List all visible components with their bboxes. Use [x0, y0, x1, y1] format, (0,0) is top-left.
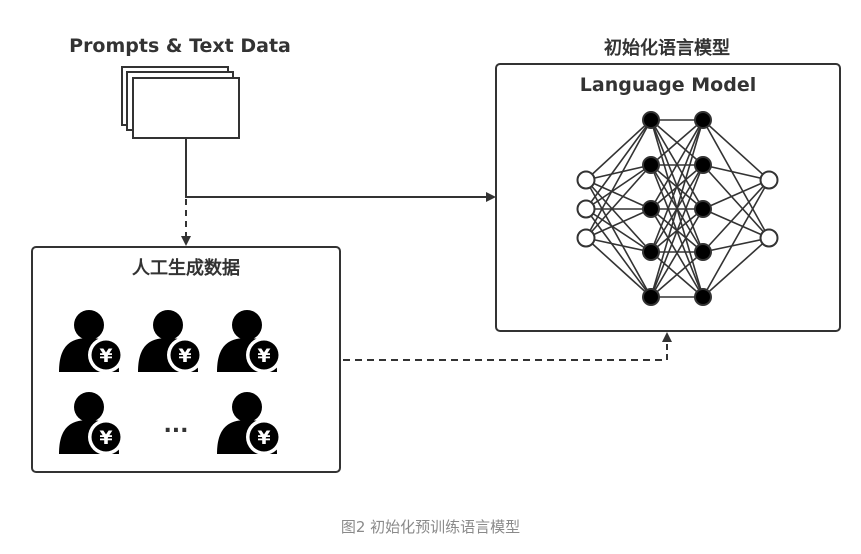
yen-symbol: ¥ [257, 427, 270, 449]
model-box-heading: 初始化语言模型 [604, 37, 730, 59]
network-edge [585, 208, 652, 253]
output-node [759, 170, 779, 190]
yen-symbol: ¥ [257, 345, 270, 367]
network-edge [585, 164, 652, 210]
input-node [576, 170, 596, 190]
network-edge [585, 119, 652, 239]
yen-symbol: ¥ [99, 427, 112, 449]
network-edge [585, 179, 652, 253]
yen-symbol: ¥ [99, 345, 112, 367]
annotator-icon: ¥ [217, 392, 282, 455]
hidden-node [694, 243, 712, 261]
network-edge [702, 179, 770, 253]
annotator-group: ¥ ¥ ¥ ¥ ¥ [59, 310, 282, 455]
hidden-node [642, 156, 660, 174]
figure-caption: 图2 初始化预训练语言模型 [340, 518, 521, 536]
annotator-icon: ¥ [138, 310, 203, 373]
output-node [759, 228, 779, 248]
hidden-node [694, 111, 712, 129]
network-edge [585, 237, 652, 253]
yen-symbol: ¥ [178, 345, 191, 367]
network-edge [585, 119, 652, 210]
input-node [576, 228, 596, 248]
hidden-node [642, 200, 660, 218]
network-edge [702, 164, 770, 239]
network-edge [650, 251, 704, 298]
feedback-connector [343, 332, 672, 361]
annotator-icon: ¥ [59, 392, 124, 455]
hidden-node [642, 111, 660, 129]
network-edge [702, 119, 770, 181]
network-edge [702, 179, 770, 210]
network-edge [585, 119, 652, 181]
input-node [576, 199, 596, 219]
neural-network-graph [576, 111, 779, 306]
network-edges [585, 119, 770, 298]
network-edge [585, 164, 652, 239]
hidden-node [694, 200, 712, 218]
network-edge [585, 179, 652, 298]
network-edge [702, 237, 770, 253]
annotator-icon: ¥ [59, 310, 124, 373]
network-edge [702, 164, 770, 181]
ellipsis: ... [163, 413, 188, 438]
prompts-label: Prompts & Text Data [69, 35, 291, 57]
data-flow-connector [181, 138, 496, 246]
network-edge [650, 119, 704, 298]
hidden-node [694, 288, 712, 306]
network-edge [650, 119, 704, 166]
network-edge [702, 119, 770, 239]
network-edge [585, 179, 652, 210]
hidden-node [642, 288, 660, 306]
network-edge [650, 119, 704, 253]
hidden-node [642, 243, 660, 261]
language-model-box: 初始化语言模型 Language Model [495, 37, 841, 332]
network-edge [702, 208, 770, 239]
human-box-title: 人工生成数据 [132, 257, 240, 279]
network-edge [650, 208, 704, 298]
annotator-icon: ¥ [217, 310, 282, 373]
network-edge [585, 208, 652, 239]
network-edge [585, 237, 652, 298]
network-edge [702, 179, 770, 298]
model-box-title: Language Model [580, 74, 756, 96]
human-data-box: 人工生成数据 ¥ ¥ ¥ ¥ ¥ ... [31, 246, 341, 473]
network-edge [650, 164, 704, 298]
document-stack-icon [121, 66, 240, 139]
hidden-node [694, 156, 712, 174]
network-edge [702, 237, 770, 298]
network-edge [585, 208, 652, 298]
network-edge [585, 164, 652, 181]
network-edge [650, 119, 704, 210]
